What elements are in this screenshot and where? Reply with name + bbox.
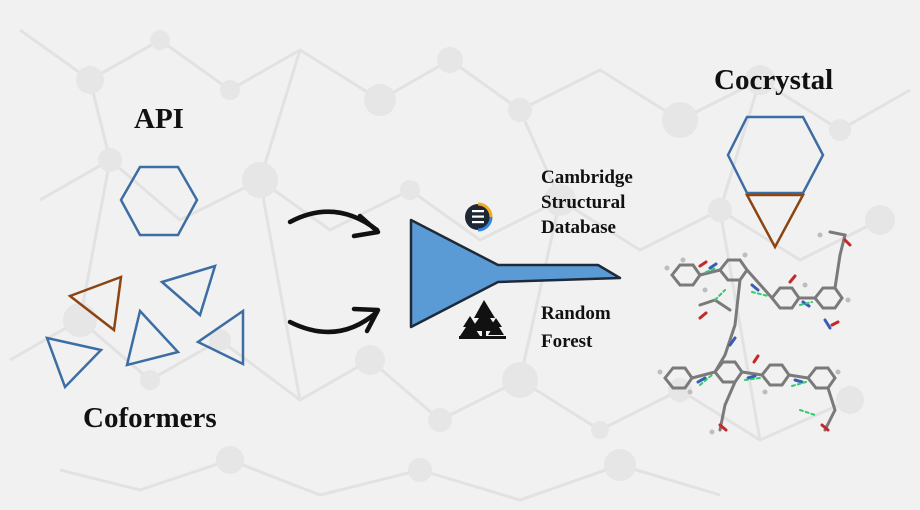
api-hexagon	[119, 165, 199, 237]
random-forest-label-line-2: Forest	[541, 331, 593, 352]
coformer-triangle-3	[195, 308, 245, 367]
coformers-label: Coformers	[83, 402, 217, 434]
csd-label-line-3: Database	[541, 217, 616, 238]
coformer-triangle-brown	[67, 275, 123, 333]
arrow-bottom-icon	[287, 306, 381, 335]
csd-logo-icon	[465, 202, 493, 232]
cocrystal-triangle	[744, 193, 806, 250]
coformer-triangle-1	[159, 264, 217, 318]
crystal-structure-illustration	[657, 230, 852, 435]
random-forest-label-line-1: Random	[541, 303, 611, 324]
pine-trees-icon	[459, 300, 506, 339]
csd-label-line-2: Structural	[541, 192, 626, 213]
coformer-triangle-2	[125, 308, 181, 367]
arrow-top-icon	[287, 209, 381, 239]
cocrystal-hexagon	[726, 115, 825, 195]
api-label: API	[134, 103, 184, 135]
csd-label-line-1: Cambridge	[541, 167, 633, 188]
random-forest-label: Random Forest	[541, 300, 611, 356]
coformer-triangle-4	[45, 336, 104, 390]
funnel-shape	[409, 218, 622, 329]
csd-label: Cambridge Structural Database	[541, 165, 633, 240]
cocrystal-label: Cocrystal	[714, 64, 834, 96]
